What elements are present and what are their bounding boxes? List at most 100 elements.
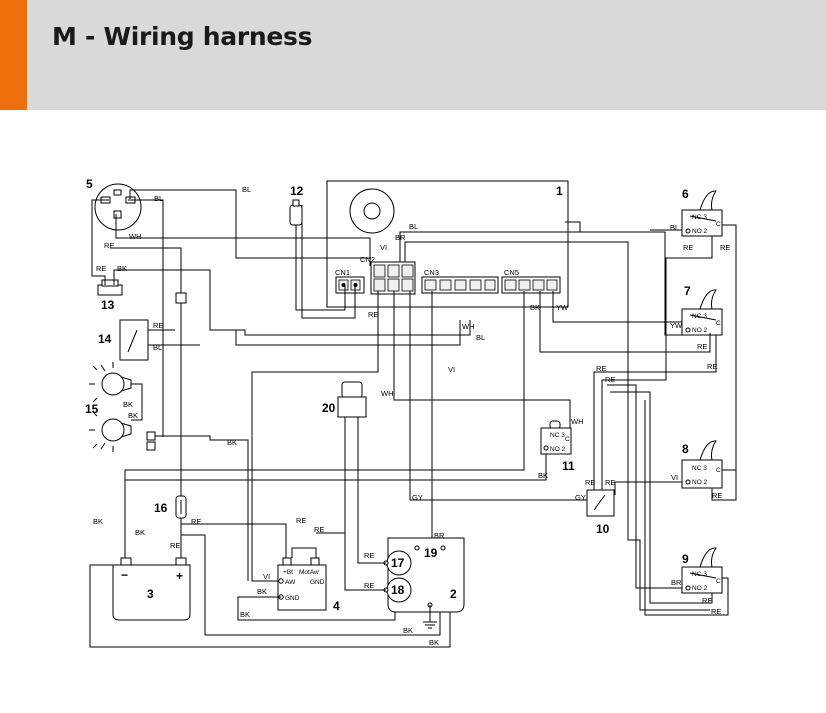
microswitch-7-lever bbox=[699, 289, 717, 310]
wl-re-14: RE bbox=[702, 596, 712, 605]
sw11-nc: NC 3 bbox=[550, 432, 565, 439]
page-title: M - Wiring harness bbox=[52, 22, 313, 51]
connector-plug bbox=[97, 279, 123, 296]
cn2-pin-2 bbox=[387, 264, 400, 278]
wl-bl-1: BL bbox=[242, 185, 251, 194]
wl-re-12: RE bbox=[605, 478, 615, 487]
selector-switch bbox=[586, 489, 615, 517]
wl-re-16: RE bbox=[191, 517, 201, 526]
selector-switch-lever bbox=[593, 494, 606, 511]
label-cn1: CN1 bbox=[335, 268, 350, 277]
wiring-lines bbox=[89, 189, 737, 648]
wl-vi-3: VI bbox=[671, 473, 678, 482]
controller-motaw-terminal bbox=[310, 557, 320, 566]
wl-re-15: RE bbox=[711, 607, 721, 616]
sw11-c: C bbox=[565, 436, 570, 443]
sw8-c: C bbox=[716, 467, 721, 474]
fuse bbox=[175, 495, 187, 519]
wl-re-19: RE bbox=[314, 525, 324, 534]
wl-bk-11: BK bbox=[403, 626, 413, 635]
cn2-pin-4 bbox=[373, 278, 386, 292]
connector-cn5 bbox=[501, 276, 561, 294]
cn5-pin-3 bbox=[532, 279, 545, 291]
label-5: 5 bbox=[86, 177, 93, 191]
wl-re-10: RE bbox=[605, 375, 615, 384]
sw8-nc: NC 3 bbox=[692, 465, 707, 472]
wl-br-3: BR bbox=[434, 531, 445, 540]
wl-bl-6: BL bbox=[670, 223, 679, 232]
wire-re-bt-motaw bbox=[291, 547, 317, 558]
wl-re-20: RE bbox=[364, 551, 374, 560]
controller-gnd-label: GND bbox=[285, 595, 300, 602]
label-10: 10 bbox=[596, 522, 610, 536]
wl-bk-4: BK bbox=[227, 438, 237, 447]
wl-re-7: RE bbox=[697, 342, 707, 351]
light-2 bbox=[101, 418, 125, 442]
board-capacitor-center bbox=[363, 202, 381, 220]
sw11-no: NO 2 bbox=[550, 446, 566, 453]
inline-connector bbox=[175, 292, 187, 304]
wl-br-1: BR bbox=[395, 233, 406, 242]
wl-re-9: RE bbox=[596, 364, 606, 373]
wire-key-bl bbox=[128, 199, 164, 437]
wl-re-13: RE bbox=[712, 491, 722, 500]
wire-yw-to-switch7 bbox=[539, 291, 711, 353]
wl-re-3: RE bbox=[153, 321, 163, 330]
wl-gy-2: GY bbox=[412, 493, 423, 502]
sw6-nc: NC 3 bbox=[692, 214, 707, 221]
header-accent-bar bbox=[0, 0, 27, 110]
wire-bulb-cn1 bbox=[295, 225, 346, 311]
sw7-c: C bbox=[716, 320, 721, 327]
wire-switch6-re bbox=[601, 236, 713, 490]
wl-bk-5: BK bbox=[530, 303, 540, 312]
page-header bbox=[0, 0, 826, 110]
wl-bk-7: BK bbox=[93, 517, 103, 526]
wire-bl-cn3 bbox=[235, 320, 461, 346]
wire-switch11-bk bbox=[125, 454, 547, 481]
work-lights bbox=[89, 362, 156, 452]
label-cn3: CN3 bbox=[424, 268, 439, 277]
cn5-pin-2 bbox=[518, 279, 531, 291]
wl-re-1: RE bbox=[104, 241, 114, 250]
label-9: 9 bbox=[682, 552, 689, 566]
microswitch-11 bbox=[540, 420, 572, 455]
sw9-no: NO 2 bbox=[692, 585, 708, 592]
label-18: 18 bbox=[391, 583, 405, 597]
wire-key-wh bbox=[115, 214, 371, 266]
microswitch-6 bbox=[681, 190, 723, 237]
cn3-pin-3 bbox=[454, 279, 467, 291]
light-junction-2 bbox=[146, 441, 156, 451]
label-8: 8 bbox=[682, 442, 689, 456]
light-junction-1 bbox=[146, 431, 156, 441]
wl-bk-1: BK bbox=[117, 264, 127, 273]
wire-vi-switch8 bbox=[614, 481, 682, 495]
key-switch bbox=[94, 183, 142, 231]
wl-wh-3: WH bbox=[381, 389, 394, 398]
wire-br-loop bbox=[404, 241, 710, 611]
cn2-pin-3 bbox=[401, 264, 414, 278]
wl-wh-2: WH bbox=[462, 322, 475, 331]
controller-motaw-label: MotAw bbox=[299, 569, 319, 576]
wire-gy-to-selector bbox=[409, 291, 587, 501]
light-2-socket bbox=[120, 422, 132, 438]
wire-light-to-controller bbox=[155, 435, 249, 581]
wl-re-21: RE bbox=[364, 581, 374, 590]
wl-bk-10: BK bbox=[240, 610, 250, 619]
wire-bk-battery-neg bbox=[124, 291, 525, 558]
sw8-no: NO 2 bbox=[692, 479, 708, 486]
rocker-switch bbox=[119, 319, 149, 361]
rocker-switch-body bbox=[119, 319, 149, 361]
label-11: 11 bbox=[562, 459, 575, 473]
cn3-pin-4 bbox=[469, 279, 482, 291]
cn5-pin-1 bbox=[504, 279, 517, 291]
battery-neg-label: − bbox=[121, 568, 128, 582]
selector-switch-body bbox=[586, 489, 615, 517]
cn2-pin-1 bbox=[373, 264, 386, 278]
light-rays bbox=[89, 362, 114, 452]
wl-re-8: RE bbox=[707, 362, 717, 371]
microswitch-11-no-pin bbox=[543, 445, 549, 451]
wl-re-5: RE bbox=[683, 243, 693, 252]
microswitch-7-no-pin bbox=[685, 327, 691, 333]
wire-switch9-re-1 bbox=[610, 391, 713, 604]
wl-re-18: RE bbox=[296, 516, 306, 525]
